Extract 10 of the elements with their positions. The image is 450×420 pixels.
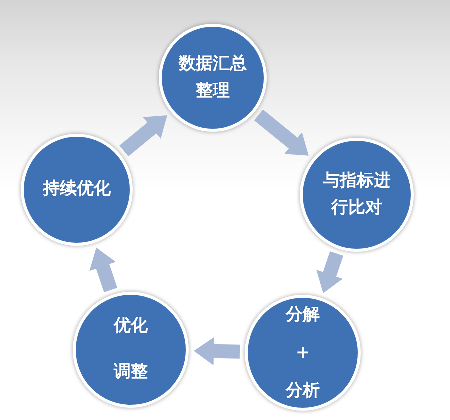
circle-label: 与指标进行比对 (322, 170, 392, 220)
arrow (316, 251, 344, 296)
circle-label: 分解 (284, 305, 321, 326)
circle-label: 优化调整 (112, 315, 149, 384)
circle-label: + (294, 342, 312, 364)
circle-label: 数据汇总整理 (178, 52, 248, 103)
circle-label: 持续优化 (42, 178, 112, 202)
circle-label: 分析 (284, 380, 321, 401)
arrow (194, 337, 240, 366)
arrow (90, 246, 118, 293)
